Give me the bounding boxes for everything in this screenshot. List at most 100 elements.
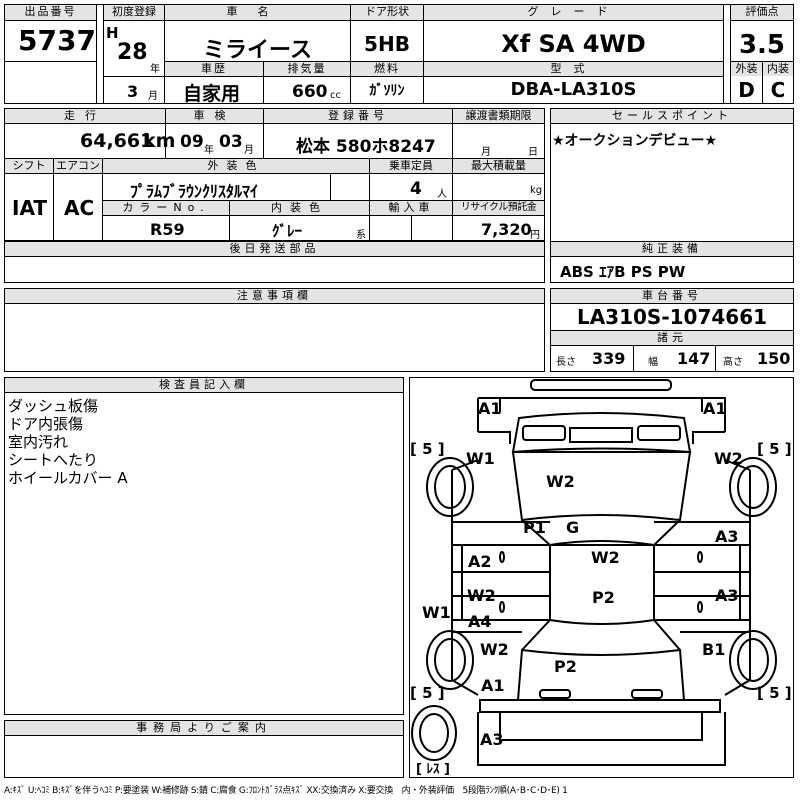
damage-a1-front-left: A1 [478, 399, 502, 418]
exterior-label: 外装 [731, 62, 762, 76]
reg-month: 3 [127, 82, 139, 101]
length: 339 [592, 349, 626, 368]
model: DBA-LA310S [510, 79, 637, 100]
damage-p2-rear: P2 [554, 657, 577, 676]
lot-number-label: 出品番号 [5, 5, 96, 20]
transfer-month-unit: 月 [481, 147, 491, 158]
mileage-label: 走行 [5, 109, 165, 123]
damage-w2-right: W2 [714, 449, 743, 468]
damage-a2-left: A2 [468, 552, 492, 571]
load-label: 最大積載量 [453, 159, 544, 173]
recycle-unit: 円 [530, 230, 540, 241]
mileage-unit: km [143, 130, 176, 152]
tire-rear-left: [ 5 ] [410, 684, 445, 702]
detail-block [4, 108, 545, 241]
equipment: ABS ｴｱB PS PW [560, 263, 686, 281]
year-unit: 年 [150, 64, 160, 75]
shift-label: シフト [5, 159, 53, 173]
sales-point: ★オークションデビュー★ [552, 133, 718, 149]
month-unit: 月 [148, 91, 158, 102]
legend: A:ｷｽﾞ U:ﾍｺﾐ B:ｷｽﾞを伴うﾍｺﾐ P:要塗装 W:補修跡 S:錆 … [4, 786, 568, 796]
model-label: 型式 [424, 62, 723, 76]
damage-p1: P1 [523, 518, 546, 537]
height: 150 [757, 349, 791, 368]
ac-label: エアコン [54, 159, 102, 173]
inspector-block [4, 377, 404, 715]
inspection-month: 03 [219, 132, 243, 152]
recycle-fee: 7,320 [481, 220, 532, 239]
door-label: ドア形状 [351, 5, 423, 20]
height-label: 高さ [723, 357, 743, 368]
door: 5HB [364, 32, 410, 56]
fuel: ｶﾞｿﾘﾝ [369, 83, 405, 99]
color-no: R59 [150, 220, 185, 239]
car-name: ミライース [203, 38, 312, 63]
recycle-label: リサイクル預託金 [453, 201, 544, 215]
capacity-label: 乗車定員 [370, 159, 452, 173]
chassis-label: 車台番号 [551, 289, 793, 303]
grade-label: グレード [424, 5, 723, 20]
era: H [106, 24, 119, 42]
inspection-year: 09 [180, 132, 204, 152]
displacement-unit: cc [330, 90, 341, 101]
interior-label: 内装 [763, 62, 793, 76]
import-label: 輸入車 [370, 201, 452, 215]
lot-number: 5737 [18, 24, 96, 57]
damage-p2-roof: P2 [592, 588, 615, 607]
car-diagram [411, 379, 777, 766]
width: 147 [677, 349, 711, 368]
damage-w2-hood: W2 [546, 472, 575, 491]
displacement-label: 排気量 [264, 62, 350, 76]
inspector-note: ダッシュ板傷 [8, 397, 99, 415]
inspector-note: シートへたり [8, 451, 99, 469]
notes-label: 注意事項欄 [5, 289, 544, 303]
displacement: 660 [292, 82, 328, 102]
transfer-day-unit: 日 [528, 147, 538, 158]
interior-grade: C [770, 78, 786, 102]
damage-w2-roof: W2 [591, 548, 620, 567]
chassis-number: LA310S-1074661 [576, 305, 768, 329]
damage-a3-bottom: A3 [480, 730, 504, 749]
later-parts-label: 後日発送部品 [5, 242, 544, 256]
ac: AC [64, 196, 95, 220]
damage-a1-front-right: A1 [703, 399, 727, 418]
equipment-label: 純正装備 [551, 242, 793, 256]
tire-front-right: [ 5 ] [757, 440, 792, 458]
width-label: 幅 [648, 357, 658, 368]
damage-a3-right-rear: A3 [715, 586, 739, 605]
sales-point-label: セールスポイント [551, 109, 793, 123]
damage-g-windshield: G [566, 518, 580, 537]
score-label: 評価点 [731, 5, 793, 20]
tire-front-left: [ 5 ] [410, 440, 445, 458]
score: 3.5 [738, 30, 786, 60]
damage-w2-left-rear: W2 [480, 640, 509, 659]
length-label: 長さ [556, 357, 576, 368]
load-unit: kg [530, 185, 543, 196]
damage-a1-rear: A1 [481, 676, 505, 695]
damage-b1-right: B1 [702, 640, 726, 659]
capacity: 4 [410, 179, 422, 199]
exterior-grade: D [738, 78, 755, 102]
inspection-label: 車検 [166, 109, 263, 123]
reg-year: 28 [117, 40, 148, 65]
history-label: 車歴 [165, 62, 263, 76]
spec-label: 諸元 [551, 331, 793, 345]
inspector-note: 室内汚れ [8, 433, 69, 451]
int-color: ｸﾞﾚｰ [272, 222, 303, 240]
transfer-label: 譲渡書類期限 [453, 109, 544, 123]
car-name-label: 車名 [165, 5, 350, 20]
inspection-year-unit: 年 [204, 145, 214, 156]
damage-w1-side: W1 [422, 603, 451, 622]
color-no-label: カラーNo. [103, 201, 229, 215]
first-reg-label: 初度登録 [104, 5, 164, 20]
damage-w1-left: W1 [466, 449, 495, 468]
fuel-label: 燃料 [351, 62, 423, 76]
history: 自家用 [183, 83, 241, 105]
int-color-label: 内装色 [230, 201, 369, 215]
inspector-note: ホイールカバー A [8, 469, 128, 487]
inspector-label: 検査員記入欄 [5, 378, 403, 392]
inspector-note: ドア内張傷 [8, 415, 84, 433]
tire-rear-right: [ 5 ] [757, 684, 792, 702]
plate-number: 松本 580ホ8247 [296, 137, 436, 157]
office-label: 事務局よりご案内 [5, 721, 403, 735]
